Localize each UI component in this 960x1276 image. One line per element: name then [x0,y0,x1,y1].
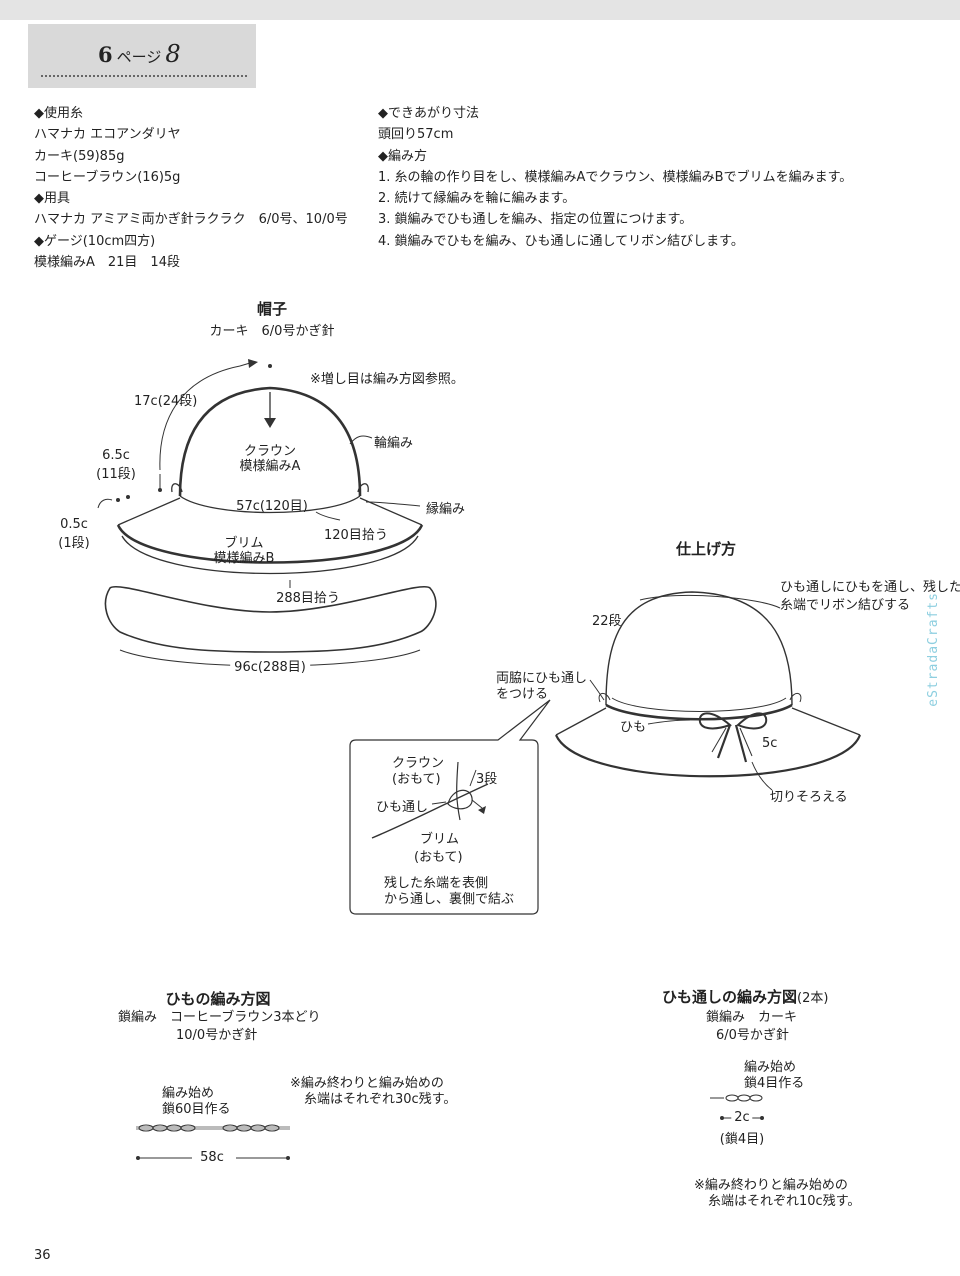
round-label: 輪編み [374,436,414,451]
detail-note-2: から通し、裏側で結ぶ [384,892,515,907]
c57-label: 57c(120目) [236,499,308,514]
finished-crown [605,591,793,706]
hat-sub: カーキ 6/0号かぎ針 [209,324,335,339]
side-label-2: をつける [496,687,549,702]
finish-note-2: 糸端でリボン結びする [780,598,911,613]
dim-65-label: 6.5c [102,448,130,463]
loop-title-wrap: ひも通しの編み方図(2本) [662,986,828,1007]
yarn-2: コーヒーブラウン(16)5g [34,169,181,185]
loop-length-count: (鎖4目) [719,1132,765,1147]
brim-strip [104,586,437,653]
c96-label: 96c(288目) [230,656,310,675]
dim-17c-label: 17c(24段) [134,394,198,409]
finish-title: 仕上げ方 [675,540,737,558]
cord-title: ひもの編み方図 [165,990,271,1008]
detail-omote-1: (おもて) [392,772,441,787]
cord-sub-2: 10/0号かぎ針 [176,1028,258,1043]
himo-label: ひも [620,720,647,735]
yarn-brand: ハマナカ エコアンダリヤ [34,127,181,143]
loop-start-2: 鎖4目作る [744,1076,805,1091]
band-right-curl [357,483,369,493]
rows22-label: 22段 [592,614,622,629]
hat-title: 帽子 [256,300,288,318]
finished-size: 頭回り57cm [378,127,454,143]
crown-pattern: 模様編みA [239,459,301,474]
loop-note-2: 糸端はそれぞれ10c残す。 [708,1194,861,1209]
side-label-1: 両脇にひも通し [496,671,588,686]
step-1: 1. 糸の輪の作り目をし、模様編みAでクラウン、模様編みBでブリムを編みます。 [378,169,853,185]
method-list: ◆できあがり寸法 頭回り57cm ◆編み方 1. 糸の輪の作り目をし、模様編みA… [378,104,852,253]
finished-brim-left [555,707,607,736]
loop-count: (2本) [797,991,829,1006]
loop-length: 2c [731,1110,753,1125]
watermark: eStradaCrafts [926,592,941,707]
yarn-heading: ◆使用糸 [34,106,83,121]
tools: ハマナカ アミアミ両かぎ針ラクラク 6/0号、10/0号 [34,212,348,228]
cord-sub-1: 鎖編み コーヒーブラウン3本どり [118,1010,321,1025]
crown-band-top [179,495,361,514]
finish-note-1: ひも通しにひもを通し、残した [780,580,960,595]
pick120-label: 120目拾う [324,528,388,543]
c5-label: 5c [762,736,778,751]
loop-note-1: ※編み終わりと編み始めの [694,1178,848,1193]
hat-note: ※増し目は編み方図参照。 [310,372,464,387]
callout-box [349,699,551,915]
finished-brim-right [791,707,861,736]
step-2: 2. 続けて縁編みを輪に編みます。 [378,191,576,207]
band-left-curl [171,483,183,493]
detail-omote-2: (おもて) [414,850,463,865]
dim-05-rows: (1段) [58,536,90,551]
step-4: 4. 鎖編みでひもを編み、ひも通しに通してリボン結びします。 [378,233,744,249]
method-heading: ◆編み方 [378,148,427,164]
cord-note-1: ※編み終わりと編み始めの [290,1076,444,1091]
chain-stitches [138,1124,280,1132]
dotted-divider [40,74,248,79]
detail-rows3: 3段 [476,772,498,787]
pick288-label: 288目拾う [276,591,340,606]
yarn-1: カーキ(59)85g [34,148,125,164]
gauge-heading: ◆ゲージ(10cm四方) [34,233,156,249]
brim-left-edge [117,497,181,526]
detail-brim: ブリム [420,832,460,847]
dim-17c [159,365,241,471]
materials-list: ◆使用糸 ハマナカ エコアンダリヤ カーキ(59)85g コーヒーブラウン(16… [34,104,348,274]
finished-heading: ◆できあがり寸法 [378,106,479,121]
trim-label: 切りそろえる [770,790,848,805]
brim-label: ブリム [224,536,264,551]
loop-sub-1: 鎖編み カーキ [706,1010,798,1025]
gauge: 模様編みA 21目 14段 [34,255,180,271]
dim-65-rows: (11段) [96,467,136,482]
cord-length: 58c [200,1150,224,1165]
brim-edge-row [121,535,419,575]
crown-outline [178,386,362,497]
loop-chain [725,1094,763,1102]
crown-label: クラウン [243,444,297,459]
brim-outer [116,524,424,564]
loop-title: ひも通しの編み方図 [662,988,798,1006]
detail-note-1: 残した糸端を表側 [384,876,489,891]
finished-brim-outer [554,734,862,778]
tools-heading: ◆用具 [34,191,70,207]
top-bar [0,0,960,20]
cord-start-2: 鎖60目作る [162,1102,231,1117]
detail-crown: クラウン [392,756,445,771]
step-3: 3. 鎖編みでひも通しを編み、指定の位置につけます。 [378,212,693,228]
edge-label: 縁編み [426,502,466,517]
page-number: 36 [34,1248,51,1263]
cord-note-2: 糸端はそれぞれ30c残す。 [304,1092,457,1107]
brim-pattern: 模様編みB [213,551,275,566]
cord-start-1: 編み始め [162,1086,215,1101]
loop-start-1: 編み始め [744,1060,797,1075]
detail-loop: ひも通し [376,800,429,815]
loop-sub-2: 6/0号かぎ針 [716,1028,789,1043]
dim-05-label: 0.5c [60,517,88,532]
bow-left [698,712,732,730]
